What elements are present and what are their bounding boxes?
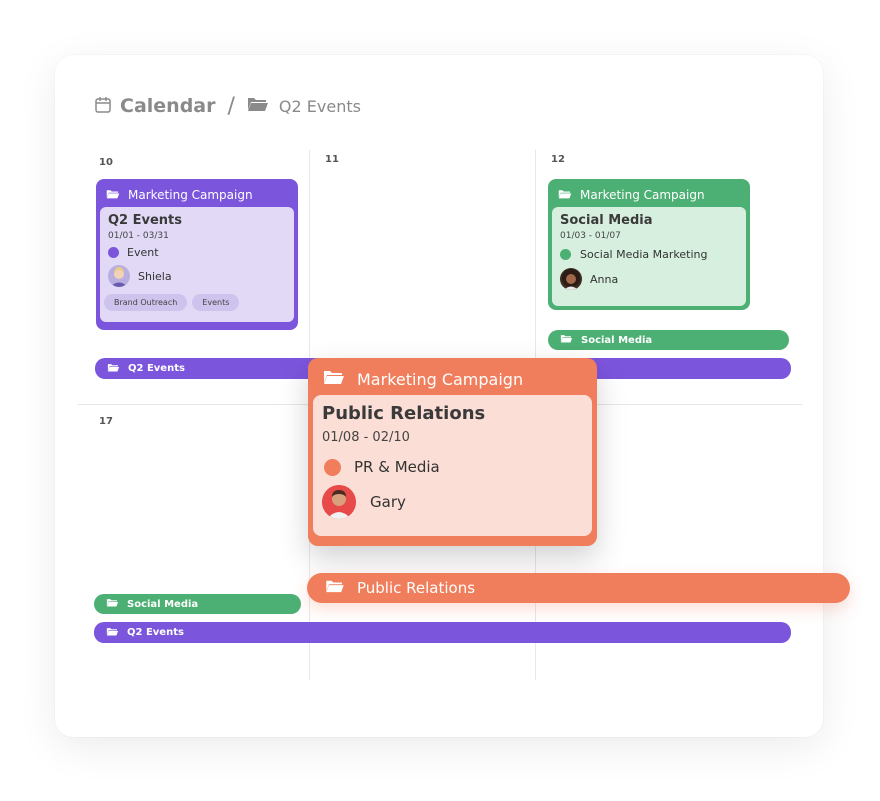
folder-icon bbox=[323, 369, 345, 389]
event-card-header: Marketing Campaign bbox=[552, 183, 746, 207]
event-card-public-relations[interactable]: Marketing Campaign Public Relations 01/0… bbox=[308, 358, 597, 546]
folder-icon bbox=[325, 579, 345, 597]
calendar-icon bbox=[95, 96, 111, 117]
event-bar-public-relations[interactable]: Public Relations bbox=[307, 573, 850, 603]
event-category: Social Media Marketing bbox=[560, 248, 738, 261]
event-card-body: Q2 Events 01/01 - 03/31 Event Shiela Bra… bbox=[100, 207, 294, 322]
avatar bbox=[560, 268, 582, 290]
event-card-header: Marketing Campaign bbox=[100, 183, 294, 207]
tag-chip[interactable]: Brand Outreach bbox=[104, 294, 188, 311]
event-card-body: Social Media 01/03 - 01/07 Social Media … bbox=[552, 207, 746, 306]
folder-icon bbox=[560, 334, 573, 346]
event-card-header-label: Marketing Campaign bbox=[128, 188, 253, 202]
folder-icon bbox=[106, 598, 119, 610]
event-bar-q2-events[interactable]: Q2 Events bbox=[94, 622, 791, 643]
folder-icon bbox=[106, 188, 120, 202]
event-bar-label: Q2 Events bbox=[128, 363, 185, 374]
event-bar-social-media[interactable]: Social Media bbox=[94, 594, 301, 614]
event-category: PR & Media bbox=[322, 458, 583, 476]
category-dot-icon bbox=[108, 247, 119, 258]
breadcrumb-separator: / bbox=[227, 93, 235, 119]
folder-icon bbox=[247, 96, 269, 116]
event-category-label: PR & Media bbox=[354, 458, 440, 476]
folder-icon bbox=[558, 188, 572, 202]
event-bar-social-media[interactable]: Social Media bbox=[548, 330, 789, 350]
breadcrumb-current[interactable]: Q2 Events bbox=[278, 96, 361, 116]
event-assignee: Gary bbox=[322, 485, 583, 519]
event-assignee: Shiela bbox=[108, 265, 286, 287]
assignee-name: Shiela bbox=[138, 269, 172, 283]
event-card-body: Public Relations 01/08 - 02/10 PR & Medi… bbox=[313, 395, 592, 536]
event-card-header: Marketing Campaign bbox=[313, 363, 592, 395]
day-number: 17 bbox=[99, 416, 113, 427]
event-dates: 01/08 - 02/10 bbox=[322, 430, 410, 445]
event-title: Social Media bbox=[560, 213, 653, 228]
day-number: 10 bbox=[99, 157, 113, 168]
category-dot-icon bbox=[560, 249, 571, 260]
avatar bbox=[108, 265, 130, 287]
category-dot-icon bbox=[324, 458, 341, 476]
event-dates: 01/01 - 03/31 bbox=[108, 231, 169, 241]
folder-icon bbox=[107, 363, 120, 375]
event-category: Event bbox=[108, 246, 286, 259]
event-title: Q2 Events bbox=[108, 213, 183, 228]
breadcrumb: Calendar / Q2 Events bbox=[95, 93, 361, 119]
tag-chip[interactable]: Events bbox=[192, 294, 240, 311]
event-assignee: Anna bbox=[560, 268, 738, 290]
event-bar-label: Social Media bbox=[127, 598, 199, 610]
assignee-name: Gary bbox=[370, 493, 406, 511]
assignee-name: Anna bbox=[590, 272, 619, 286]
event-title: Public Relations bbox=[322, 403, 486, 424]
day-number: 11 bbox=[325, 154, 339, 165]
event-category-label: Social Media Marketing bbox=[580, 248, 708, 261]
folder-icon bbox=[106, 627, 119, 639]
breadcrumb-calendar[interactable]: Calendar bbox=[120, 95, 216, 117]
tag-list: Brand Outreach Events bbox=[104, 294, 286, 311]
event-bar-label: Social Media bbox=[581, 334, 653, 346]
event-card-q2-events[interactable]: Marketing Campaign Q2 Events 01/01 - 03/… bbox=[96, 179, 298, 330]
event-card-social-media[interactable]: Marketing Campaign Social Media 01/03 - … bbox=[548, 179, 750, 310]
event-category-label: Event bbox=[127, 246, 159, 259]
event-card-header-label: Marketing Campaign bbox=[580, 188, 705, 202]
event-dates: 01/03 - 01/07 bbox=[560, 231, 621, 241]
avatar bbox=[322, 485, 356, 519]
event-bar-label: Q2 Events bbox=[127, 627, 184, 638]
event-card-header-label: Marketing Campaign bbox=[357, 369, 524, 389]
day-number: 12 bbox=[551, 154, 565, 165]
event-bar-label: Public Relations bbox=[357, 579, 476, 597]
